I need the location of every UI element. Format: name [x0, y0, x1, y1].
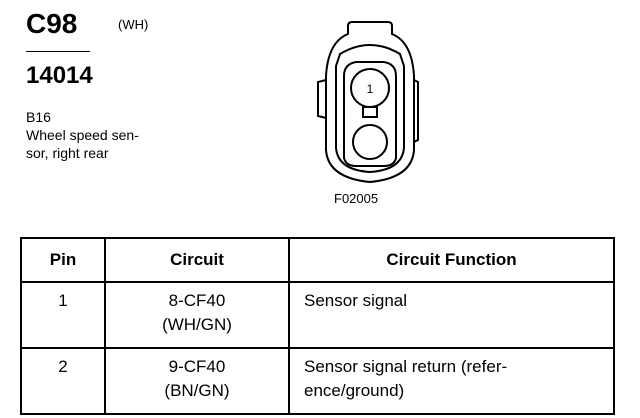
column-header-circuit: Circuit	[104, 237, 290, 283]
part-number: 14014	[26, 62, 93, 89]
circuit-function-text: Sensor signal	[304, 291, 408, 310]
circuit-cell: 9-CF40 (BN/GN)	[104, 347, 290, 415]
column-header-circuit-function: Circuit Function	[288, 237, 615, 283]
connector-outer-shell	[325, 21, 415, 184]
connector-description: B16 Wheel speed sen- sor, right rear	[26, 108, 139, 162]
connector-inner-shell	[335, 44, 405, 174]
circuit-number: 9-CF40	[168, 357, 226, 376]
circuit-color: (BN/GN)	[164, 381, 230, 400]
table-header-row: Pin Circuit Circuit Function	[20, 237, 615, 283]
circuit-cell: 8-CF40 (WH/GN)	[104, 281, 290, 349]
circuit-number: 8-CF40	[168, 291, 226, 310]
pin-cell: 1	[20, 281, 106, 349]
figure-id: F02005	[334, 191, 379, 206]
circuit-color: (WH/GN)	[162, 315, 232, 334]
pin-cell: 2	[20, 347, 106, 415]
table-row: 2 9-CF40 (BN/GN) Sensor signal return (r…	[20, 347, 615, 415]
side-rib	[413, 79, 419, 143]
circuit-function-text: ence/ground)	[304, 381, 405, 400]
description-line: Wheel speed sen-	[26, 127, 139, 143]
circuit-function-cell: Sensor signal	[288, 281, 615, 349]
location-code: B16	[26, 109, 51, 125]
pin-cavity-frame	[343, 61, 397, 167]
pin-2-cavity	[352, 124, 388, 160]
circuit-function-text: Sensor signal return (refer-	[304, 357, 508, 376]
pin-1-label: 1	[367, 82, 374, 96]
connector-color: (WH)	[118, 17, 149, 32]
connector-id-underline	[26, 51, 90, 52]
connector-id: C98	[26, 8, 78, 39]
connector-face-diagram: 1	[317, 21, 419, 184]
table-row: 1 8-CF40 (WH/GN) Sensor signal	[20, 281, 615, 349]
latch-tab	[317, 79, 327, 119]
description-line: sor, right rear	[26, 145, 109, 161]
pin-1-key-slot	[362, 106, 378, 118]
column-header-pin: Pin	[20, 237, 106, 283]
circuit-function-cell: Sensor signal return (refer- ence/ground…	[288, 347, 615, 415]
pin-table: Pin Circuit Circuit Function 1 8-CF40 (W…	[20, 237, 615, 415]
